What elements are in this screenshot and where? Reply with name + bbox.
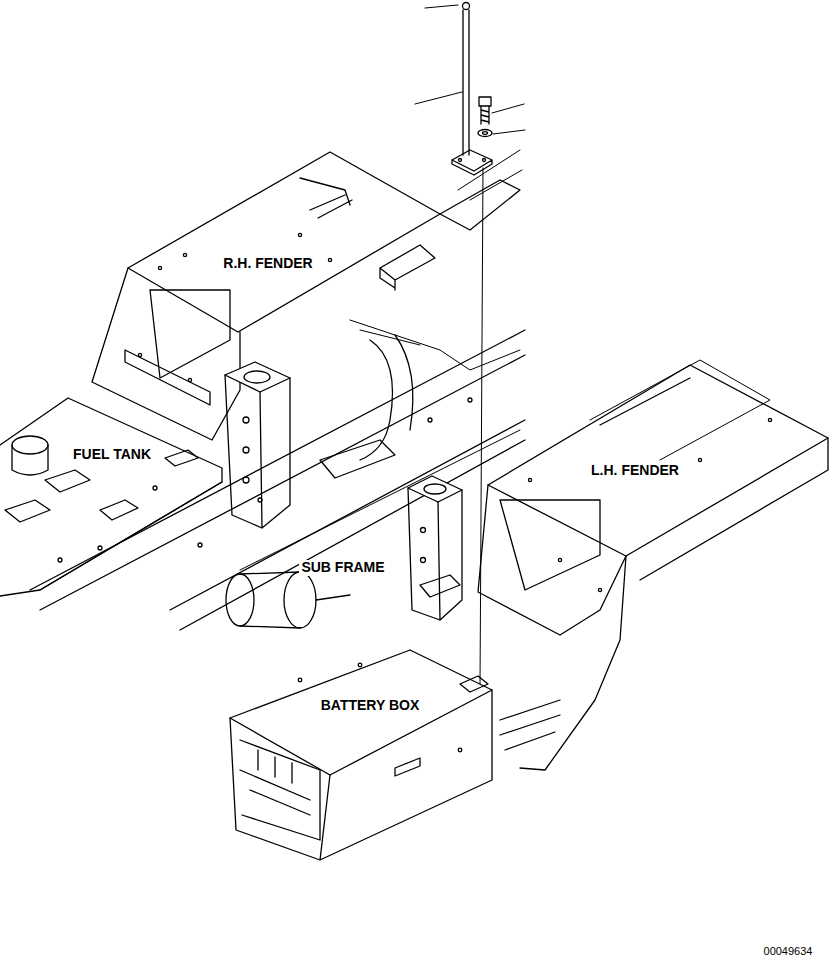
assembly-line [480,168,483,688]
part-name: L.H. FENDER [589,463,681,478]
battery-box [230,650,560,860]
rh-fender [92,150,522,440]
part-name: SUB FRAME [299,560,386,575]
antenna-rod [463,10,469,155]
part-name: R.H. FENDER [221,256,314,271]
frame-posts [225,362,462,620]
sub-frame [30,320,525,630]
lh-fender [478,360,828,770]
drawing-number: 00049634 [762,945,815,957]
rod-base-plate [452,150,492,175]
washer [478,130,492,137]
part-name: FUEL TANK [71,447,153,462]
rod-knob [463,3,470,10]
bolt [479,97,491,124]
fuel-tank [0,398,222,596]
leader-lines [415,5,525,134]
part-name: BATTERY BOX [319,698,422,713]
